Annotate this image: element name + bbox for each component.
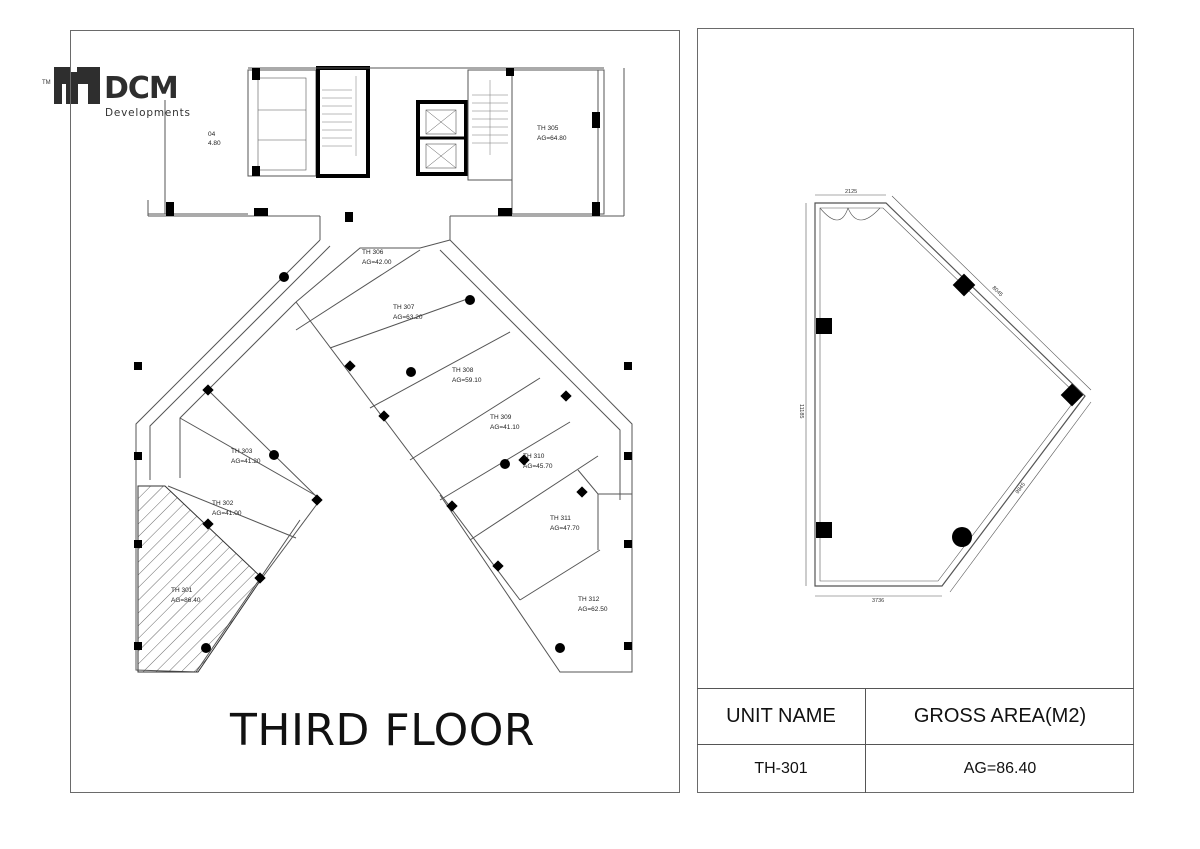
unit-label-303-area: AG=41.20 — [231, 458, 261, 465]
unit-label-302-name: TH 302 — [212, 500, 234, 507]
unit-detail-panel — [697, 28, 1134, 793]
unit-label-302-area: AG=41.00 — [212, 510, 242, 517]
unit-label-301-area: AG=86.40 — [171, 597, 201, 604]
unit-label-301-name: TH 301 — [171, 587, 193, 594]
logo-mark-icon — [54, 67, 100, 104]
unit-label-308-name: TH 308 — [452, 367, 474, 374]
unit-label-309-area: AG=41.10 — [490, 424, 520, 431]
table-unit-value: TH-301 — [754, 760, 808, 777]
unit-label-310-name: TH 310 — [523, 453, 545, 460]
dim-left: 11185 — [798, 404, 804, 418]
unit-label-312-area: AG=62.50 — [578, 606, 608, 613]
wings-walls — [135, 216, 633, 673]
unit-label-307-area: AG=63.20 — [393, 314, 423, 321]
table-grid — [697, 688, 1134, 793]
developer-logo — [40, 62, 200, 122]
unit-label-305-area: AG=64.80 — [537, 135, 567, 142]
dim-top: 2125 — [845, 189, 857, 195]
floor-plan-panel — [70, 30, 680, 793]
unit-label-308-area: AG=59.10 — [452, 377, 482, 384]
floor-title: THIRD FLOOR — [230, 705, 535, 756]
dim-bottom: 3736 — [872, 598, 884, 604]
unit-label-306-name: TH 306 — [362, 249, 384, 256]
unit-label-312-name: TH 312 — [578, 596, 600, 603]
columns — [134, 68, 632, 653]
unit-label-305-name: TH 305 — [537, 125, 559, 132]
unit-label-310-area: AG=45.70 — [523, 463, 553, 470]
logo-tm: TM — [42, 80, 51, 86]
logo-subtitle: Developments — [105, 107, 191, 119]
table-header-unit: UNIT NAME — [726, 704, 836, 727]
unit-info-table: UNIT NAME GROSS AREA(M2) TH-301 AG=86.40 — [697, 688, 1134, 793]
unit-label-309-name: TH 309 — [490, 414, 512, 421]
logo-wordmark: DCM — [104, 71, 179, 106]
unit-label-311-name: TH 311 — [550, 515, 571, 522]
unit-label-303-name: TH 303 — [231, 448, 253, 455]
unit-label-304-name: 04 — [208, 131, 216, 138]
table-area-value: AG=86.40 — [963, 760, 1037, 777]
unit-label-307-name: TH 307 — [393, 304, 415, 311]
unit-label-304-area: 4.80 — [208, 140, 221, 147]
dim-diag-upper: 8045 — [991, 285, 1004, 298]
service-core — [147, 66, 625, 217]
dim-diag-lower: 9845 — [1015, 482, 1027, 495]
unit-label-311-area: AG=47.70 — [550, 525, 580, 532]
unit-label-306-area: AG=42.00 — [362, 259, 392, 266]
table-header-area: GROSS AREA(M2) — [913, 704, 1087, 727]
